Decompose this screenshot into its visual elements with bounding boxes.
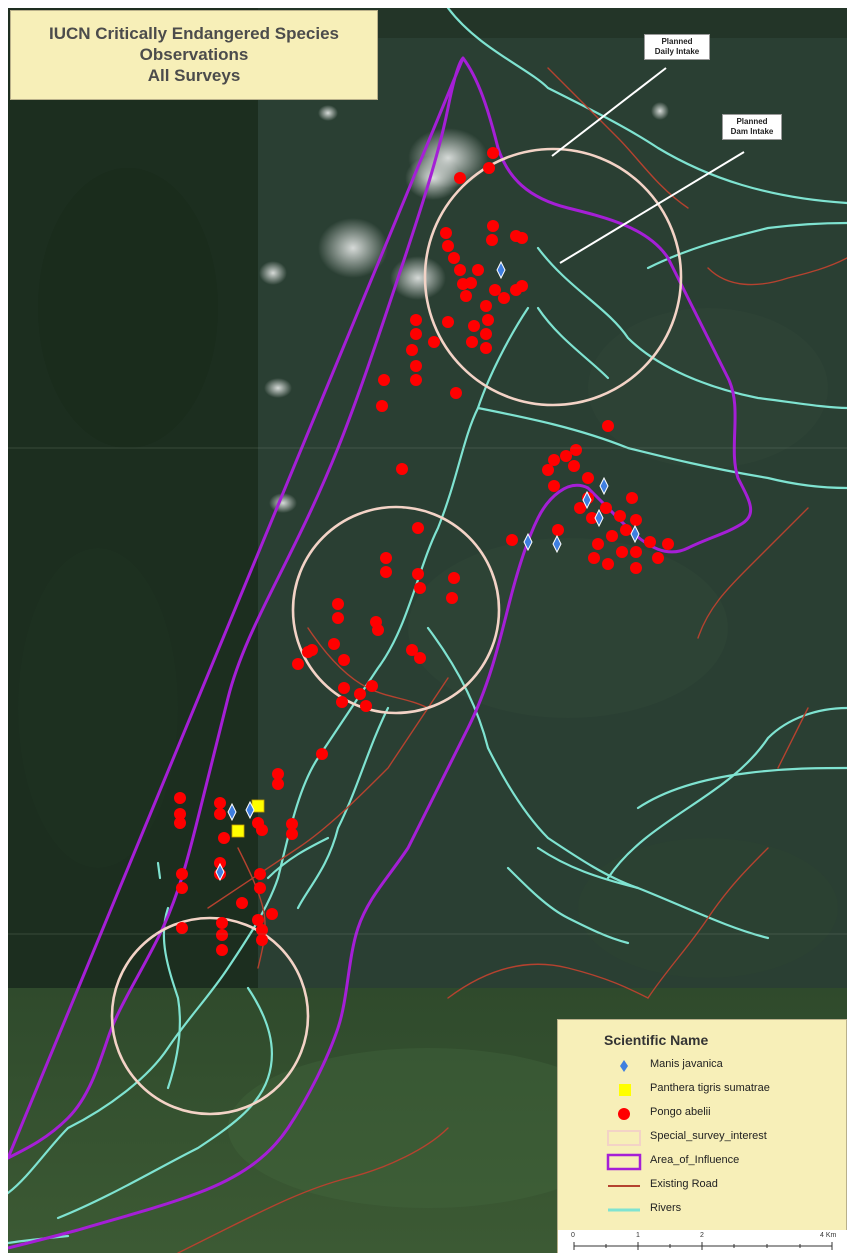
title-line-3: All Surveys [147, 66, 241, 85]
scale-tick-0: 0 [571, 1232, 575, 1239]
legend-label: Pongo abelii [650, 1106, 711, 1118]
area-of-influence [8, 56, 753, 1250]
callout-dam-intake-line2: Dam Intake [730, 127, 774, 136]
survey-circle-central [291, 505, 501, 715]
legend-label: Panthera tigris sumatrae [650, 1082, 770, 1094]
callout-daily-intake-line2: Daily Intake [654, 47, 700, 56]
survey-circle-south [110, 916, 310, 1116]
legend-label: Rivers [650, 1202, 682, 1214]
special-survey-circles [110, 147, 683, 1116]
graticule [8, 447, 847, 935]
scale-bar: 0 1 2 4 Km [558, 1230, 847, 1253]
callout-daily-intake-line1: Planned [661, 37, 693, 46]
legend-label: Special_survey_interest [650, 1130, 767, 1142]
roads [177, 67, 847, 1253]
scale-tick-4km: 4 Km [820, 1232, 837, 1239]
legend-item-manis-javanica: Manis javanica [558, 1054, 847, 1076]
legend-label: Existing Road [650, 1178, 718, 1190]
legend-item-pongo-abelii: Pongo abelii [558, 1102, 847, 1124]
title-line-2: Observations [139, 45, 249, 64]
clouds [259, 102, 669, 513]
cyan-line [608, 1208, 640, 1212]
callout-leaders [551, 67, 745, 264]
yellow-square-icon [619, 1084, 631, 1096]
map-title: IUCN Critically Endangered Species Obser… [10, 10, 378, 100]
callout-daily-intake: Planned Daily Intake [644, 34, 710, 60]
map-legend: Scientific Name Manis javanica Panthera … [557, 1019, 847, 1253]
map-frame: IUCN Critically Endangered Species Obser… [8, 8, 847, 1253]
callout-dam-intake: Planned Dam Intake [722, 114, 782, 140]
scale-tick-2: 2 [700, 1232, 704, 1239]
red-circle-icon [618, 1108, 630, 1120]
legend-item-panthera-tigris: Panthera tigris sumatrae [558, 1078, 847, 1100]
purple-outline-box [606, 1153, 642, 1171]
callout-dam-intake-line1: Planned [736, 117, 768, 126]
legend-item-rivers: Rivers [558, 1198, 847, 1220]
manis-javanica-points [215, 260, 640, 882]
red-line [608, 1185, 640, 1187]
legend-title: Scientific Name [604, 1032, 709, 1048]
blue-diamond-icon [620, 1060, 628, 1072]
terrain-texture [18, 168, 838, 1208]
legend-item-special-survey: Special_survey_interest [558, 1126, 847, 1148]
survey-circle-north [423, 147, 683, 407]
rivers [8, 8, 847, 1245]
scale-tick-1: 1 [636, 1232, 640, 1239]
legend-label: Area_of_Influence [650, 1154, 740, 1166]
title-line-1: IUCN Critically Endangered Species [48, 24, 340, 43]
legend-item-area-of-influence: Area_of_Influence [558, 1150, 847, 1172]
beige-outline-box [607, 1130, 641, 1146]
legend-item-existing-road: Existing Road [558, 1174, 847, 1196]
legend-label: Manis javanica [650, 1058, 723, 1070]
scale-bar-graphic [573, 1242, 833, 1250]
